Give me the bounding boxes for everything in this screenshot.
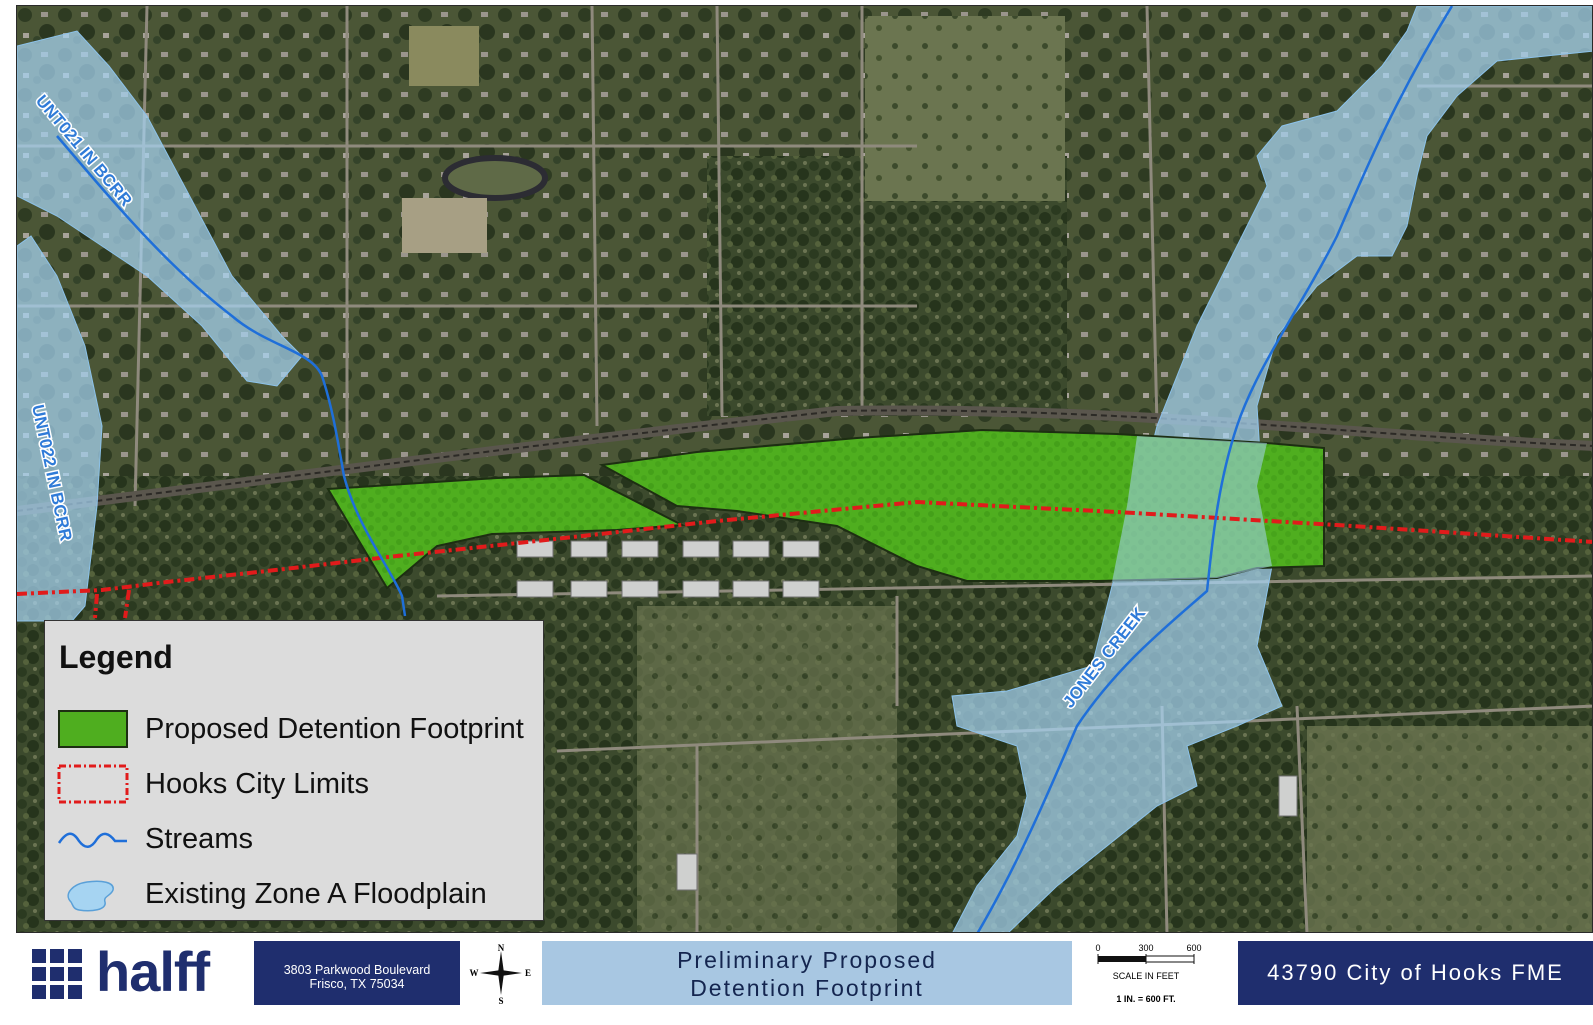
ballfield [409, 26, 479, 86]
parking-lot [402, 198, 487, 253]
map-title: Preliminary Proposed Detention Footprint [542, 941, 1072, 1005]
map-legend: Legend Proposed Detention Footprint Hook… [44, 620, 544, 921]
clearing [637, 606, 897, 932]
legend-item-floodplain: Existing Zone A Floodplain [57, 872, 537, 916]
project-name: 43790 City of Hooks FME [1238, 941, 1593, 1005]
legend-label-city-limits: Hooks City Limits [145, 768, 369, 800]
scale-ratio: 1 IN. = 600 FT. [1116, 994, 1175, 1004]
scale-tick-300: 300 [1138, 943, 1153, 953]
legend-item-streams: Streams [57, 817, 537, 861]
map-title-line-2: Detention Footprint [690, 975, 924, 1001]
company-logo: halff [16, 937, 254, 1009]
blue-blob-icon [67, 880, 114, 912]
south-letter: S [498, 996, 503, 1005]
scale-tick-0: 0 [1095, 943, 1100, 953]
west-letter: W [470, 968, 479, 978]
floodplain-overlap [1112, 436, 1272, 582]
north-letter: N [498, 943, 505, 953]
clearing-east [1307, 726, 1592, 932]
aerial-map[interactable]: UNT021 IN BCRR UNT022 IN BCRR JONES CREE… [16, 5, 1593, 933]
address-line-1: 3803 Parkwood Boulevard [283, 963, 431, 977]
scale-unit-label: SCALE IN FEET [1113, 971, 1180, 981]
north-arrow: N S W E [460, 941, 542, 1006]
floodplain [17, 6, 1592, 932]
streams [56, 6, 1454, 932]
legend-title: Legend [59, 639, 173, 675]
city-limits-corner [93, 589, 131, 619]
scale-bar: 0 300 600 SCALE IN FEET 1 IN. = 600 FT. [1072, 941, 1238, 1005]
address-line-2: Frisco, TX 75034 [309, 977, 405, 991]
blue-wavy-line-icon [57, 832, 127, 848]
map-title-line-1: Preliminary Proposed [677, 947, 937, 973]
office-address: 3803 Parkwood Boulevard Frisco, TX 75034 [254, 941, 460, 1005]
east-letter: E [525, 968, 531, 978]
city-limits-line [17, 499, 1592, 596]
legend-item-detention: Proposed Detention Footprint [57, 707, 537, 751]
legend-item-city-limits: Hooks City Limits [57, 762, 537, 806]
halff-wordmark: halff [96, 940, 210, 1003]
legend-label-detention: Proposed Detention Footprint [145, 713, 524, 745]
scale-bar-graphic: 0 300 600 SCALE IN FEET 1 IN. = 600 FT. [1095, 943, 1201, 1004]
scale-tick-600: 600 [1186, 943, 1201, 953]
compass-rose-icon: N S W E [470, 943, 532, 1006]
railroad-ties [17, 409, 1592, 512]
green-fill-swatch-icon [58, 710, 128, 748]
legend-label-floodplain: Existing Zone A Floodplain [145, 878, 487, 910]
warehouse-buildings [516, 540, 1298, 891]
open-field [865, 16, 1065, 201]
running-track [442, 155, 548, 201]
legend-label-streams: Streams [145, 823, 253, 855]
map-canvas: UNT021 IN BCRR UNT022 IN BCRR JONES CREE… [17, 6, 1592, 932]
red-dashed-outline-icon [57, 764, 129, 804]
title-block: halff 3803 Parkwood Boulevard Frisco, TX… [16, 937, 1593, 1009]
halff-grid-icon [32, 949, 82, 999]
